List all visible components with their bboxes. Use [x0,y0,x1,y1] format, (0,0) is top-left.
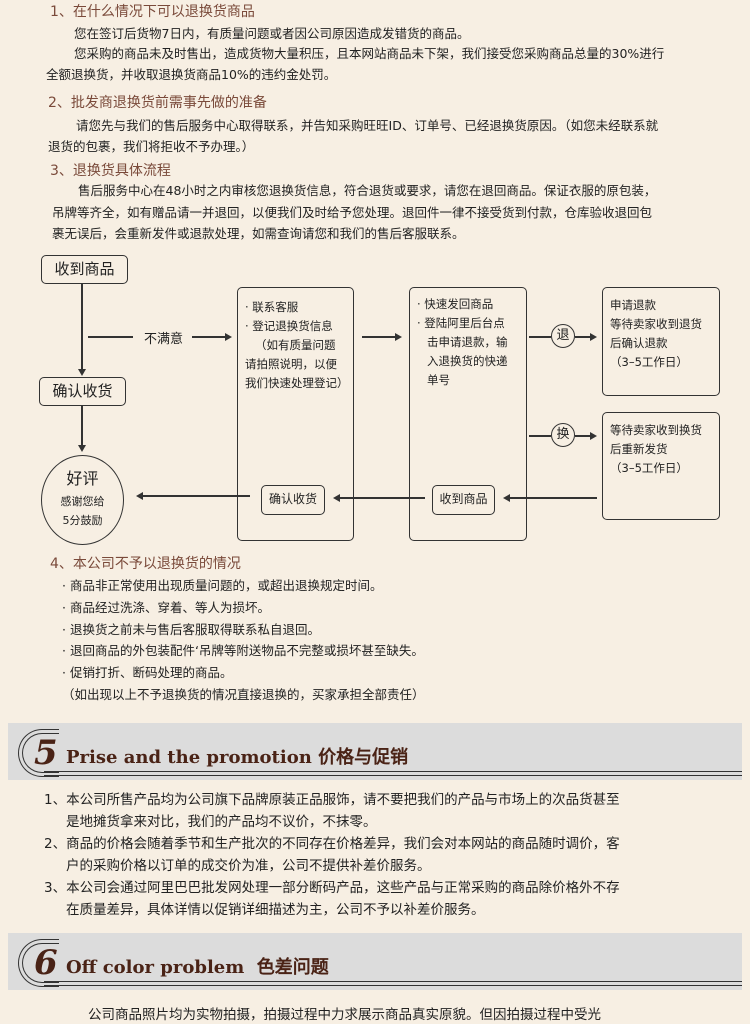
section6-title: Off color problem 色差问题 [66,957,329,978]
section4-item: · 促销打折、断码处理的商品。 [62,665,233,680]
section5-text: 户的采购价格以订单的成交价为准，公司不提供补差价服务。 [66,858,431,874]
flow-line [529,336,551,338]
box-text: 单号 [427,373,450,387]
banner-rule [44,981,742,982]
box-text: · 登陆阿里后台点 [417,316,505,330]
section1-text: 全额退换货，并收取退换货商品10%的违约金处罚。 [46,67,337,82]
banner-rule [44,775,742,776]
flow-line [81,406,83,446]
box-text: · 登记退换货信息 [245,319,333,333]
arrow-right-icon [590,333,597,341]
section2-text: 退货的包裹，我们将拒收不予办理。） [48,139,255,154]
box-text: 等待卖家收到退货 [610,317,702,331]
arrow-right-icon [590,432,597,440]
section3-text: 售后服务中心在48小时之内审核您退换货信息，符合退货或要求，请您在退回商品。保证… [78,183,657,198]
section5-title: Prise and the promotion 价格与促销 [66,747,409,768]
box-text: （3–5工作日） [610,355,688,369]
exchange-box: 等待卖家收到换货 后重新发货 （3–5工作日） [602,412,720,520]
section6-text: 公司商品照片均为实物拍摄，拍摄过程中力求展示商品真实原貌。但因拍摄过程中受光 [88,1007,601,1023]
flow-line [143,495,250,497]
section1-text: 您在签订后货物7日内，有质量问题或者因公司原因造成发错货的商品。 [74,26,470,41]
box-text: · 快速发回商品 [417,297,494,311]
arrow-right-icon [225,333,232,341]
section5-number: 5 [34,733,58,773]
box-text: （如有质量问题 [255,338,336,352]
section3-title: 3、退换货具体流程 [50,163,171,179]
confirm-receipt-box: 确认收货 [39,377,126,406]
box-text: 申请退款 [610,298,656,312]
good-review-ellipse: 好评 感谢您给 5分鼓励 [41,455,124,545]
section2-text: 请您先与我们的售后服务中心取得联系，并告知采购旺旺ID、订单号、已经退换货原因。… [76,118,659,133]
banner-rule [44,771,742,772]
section5-banner: 5 Prise and the promotion 价格与促销 [8,723,742,780]
section5-text: 3、本公司会通过阿里巴巴批发网处理一部分断码产品，这些产品与正常采购的商品除价格… [44,880,620,896]
section4-note: （如出现以上不予退换货的情况直接退换的，买家承担全部责任） [62,687,425,702]
section6-banner: 6 Off color problem 色差问题 [8,933,742,990]
exchange-circle: 换 [551,423,575,447]
banner-decoration [18,939,59,987]
flow-line [510,497,597,499]
arrow-left-icon [503,494,510,502]
good-review-text: 5分鼓励 [62,514,103,527]
flow-line [529,435,551,437]
arrow-down-icon [78,445,86,452]
box-text: 后确认退款 [610,336,668,350]
section3-text: 裹无误后，会重新发件或退款处理，如需查询请您和我们的售后客服联系。 [52,226,465,241]
section2-title: 2、批发商退换货前需事先做的准备 [48,95,267,111]
box-text: 等待卖家收到换货 [610,423,702,437]
flow-line [88,336,133,338]
section4-item: · 商品经过洗涤、穿着、等人为损坏。 [62,600,270,615]
section5-text: 在质量差异，具体详情以促销详细描述为主，公司不予以补差价服务。 [66,902,485,918]
flow-line [192,336,225,338]
flow-line [575,336,590,338]
box-text: 请拍照说明，以便 [245,357,337,371]
banner-decoration [22,733,59,773]
arrow-down-icon [78,369,86,376]
section1-text: 您采购的商品未及时售出，造成货物大量积压，且本网站商品未下架，我们接受您采购商品… [74,46,665,61]
section3-text: 吊牌等齐全，如有赠品请一并退回，以便我们及时给予您处理。退回件一律不接受货到付款… [52,205,653,220]
ship-back-box: · 快速发回商品 · 登陆阿里后台点 击申请退款，输 入退换货的快递 单号 [409,287,527,541]
box-text: 击申请退款，输 [427,335,508,349]
good-review-title: 好评 [66,469,99,488]
flow-line [575,435,590,437]
box-text: 后重新发货 [610,442,668,456]
banner-decoration [22,943,59,983]
box-text: （3–5工作日） [610,461,688,475]
arrow-left-icon [136,492,143,500]
unsatisfied-label: 不满意 [144,332,184,347]
section6-number: 6 [34,943,58,983]
section4-item: · 商品非正常使用出现质量问题的，或超出退换规定时间。 [62,578,383,593]
flow-line [362,336,395,338]
box-text: 我们快速处理登记） [245,376,349,390]
flow-line [81,284,83,370]
flow-line [340,497,425,499]
banner-decoration [18,729,59,777]
section5-text: 1、本公司所售产品均为公司旗下品牌原装正品服饰，请不要把我们的产品与市场上的次品… [44,792,620,808]
refund-box: 申请退款 等待卖家收到退货 后确认退款 （3–5工作日） [602,287,720,396]
good-review-text: 感谢您给 [60,495,105,508]
box-text: · 联系客服 [245,300,299,314]
bottom-confirm-box: 确认收货 [261,485,325,515]
banner-rule [44,985,742,986]
refund-circle: 退 [551,324,575,348]
section5-text: 是地摊货拿来对比，我们的产品均不议价，不抹零。 [66,814,377,830]
receive-goods-box: 收到商品 [41,255,128,284]
arrow-left-icon [333,494,340,502]
section4-item: · 退换货之前未与售后客服取得联系私自退回。 [62,622,320,637]
section4-item: · 退回商品的外包装配件‘吊牌等附送物品不完整或损坏甚至缺失。 [62,643,424,658]
section5-text: 2、商品的价格会随着季节和生产批次的不同存在价格差异，我们会对本网站的商品随时调… [44,836,620,852]
section1-title: 1、在什么情况下可以退换货商品 [50,4,255,20]
section4-title: 4、本公司不予以退换货的情况 [50,556,241,572]
box-text: 入退换货的快递 [427,354,508,368]
arrow-right-icon [395,333,402,341]
bottom-receive-box: 收到商品 [432,485,495,515]
